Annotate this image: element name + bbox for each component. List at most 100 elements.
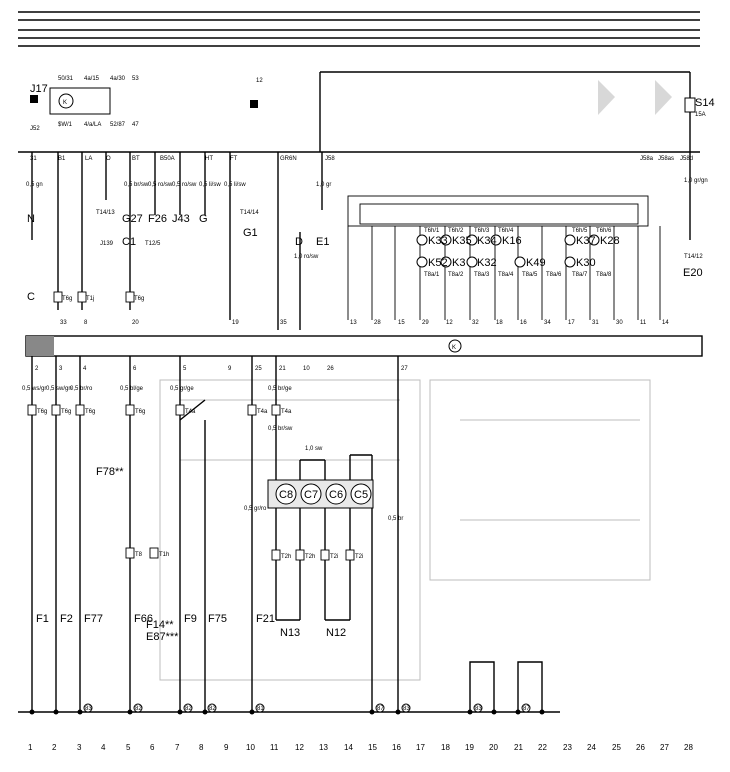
svg-text:E87***: E87*** bbox=[146, 631, 179, 643]
round-parts: C8 C7 C6 C5 bbox=[267, 479, 374, 509]
svg-text:F1: F1 bbox=[36, 613, 49, 625]
svg-text:T8a/2: T8a/2 bbox=[448, 272, 464, 278]
svg-text:T6h/1: T6h/1 bbox=[424, 228, 440, 234]
svg-text:20: 20 bbox=[489, 743, 498, 752]
svg-text:0,5 gn: 0,5 gn bbox=[26, 182, 43, 188]
svg-text:13: 13 bbox=[350, 320, 357, 326]
svg-text:K30: K30 bbox=[576, 257, 596, 269]
svg-text:83: 83 bbox=[85, 706, 92, 712]
svg-text:T6g: T6g bbox=[37, 409, 47, 415]
svg-text:2: 2 bbox=[52, 743, 57, 752]
svg-text:N12: N12 bbox=[326, 627, 346, 639]
svg-text:S14: S14 bbox=[695, 97, 715, 109]
svg-text:14: 14 bbox=[344, 743, 353, 752]
svg-text:T6h/2: T6h/2 bbox=[448, 228, 464, 234]
svg-text:N: N bbox=[27, 213, 35, 225]
svg-text:O: O bbox=[106, 156, 111, 162]
svg-text:T4a: T4a bbox=[257, 409, 268, 415]
svg-text:T8a/6: T8a/6 bbox=[546, 272, 562, 278]
svg-text:G27: G27 bbox=[122, 213, 143, 225]
svg-text:T8a/5: T8a/5 bbox=[522, 272, 538, 278]
bus-labels: 31 B1 LA O BT B50A HT FT GR6N J58 bbox=[30, 156, 335, 162]
svg-text:BT: BT bbox=[132, 156, 140, 162]
svg-text:K33: K33 bbox=[428, 235, 448, 247]
svg-text:T1j: T1j bbox=[86, 296, 94, 302]
ground-dots bbox=[29, 709, 545, 715]
svg-text:29: 29 bbox=[422, 320, 429, 326]
svg-text:T8a/4: T8a/4 bbox=[498, 272, 514, 278]
svg-text:C8: C8 bbox=[279, 489, 293, 501]
svg-text:8: 8 bbox=[199, 743, 204, 752]
svg-text:35: 35 bbox=[280, 320, 287, 326]
svg-text:83: 83 bbox=[475, 706, 482, 712]
panel-pin-numbers: 33 8 20 19 35 13 28 15 29 12 32 18 16 34… bbox=[60, 320, 669, 326]
svg-text:T6h/5: T6h/5 bbox=[572, 228, 588, 234]
svg-text:F21: F21 bbox=[256, 613, 275, 625]
svg-text:F26: F26 bbox=[148, 213, 167, 225]
svg-text:52/87: 52/87 bbox=[110, 122, 126, 128]
svg-text:6: 6 bbox=[133, 366, 137, 372]
svg-text:25: 25 bbox=[255, 366, 262, 372]
svg-text:4: 4 bbox=[83, 366, 87, 372]
svg-text:1,0 sw: 1,0 sw bbox=[305, 446, 323, 452]
svg-text:T8a/7: T8a/7 bbox=[572, 272, 588, 278]
svg-text:0,5 li/sw: 0,5 li/sw bbox=[224, 182, 246, 188]
svg-text:T6h/4: T6h/4 bbox=[498, 228, 514, 234]
svg-text:0,5 br: 0,5 br bbox=[388, 516, 403, 522]
svg-text:T8a/3: T8a/3 bbox=[474, 272, 490, 278]
svg-text:0,5 ro/sw: 0,5 ro/sw bbox=[172, 182, 197, 188]
svg-text:J58a: J58a bbox=[640, 156, 654, 162]
svg-text:14: 14 bbox=[662, 320, 669, 326]
top-rails bbox=[18, 11, 700, 47]
svg-text:7: 7 bbox=[175, 743, 180, 752]
svg-text:12: 12 bbox=[295, 743, 304, 752]
svg-text:C: C bbox=[27, 291, 35, 303]
svg-text:28: 28 bbox=[374, 320, 381, 326]
ground-marks: 83 82 82 82 81 87 83 83 87 bbox=[83, 703, 531, 713]
svg-text:83: 83 bbox=[403, 706, 410, 712]
svg-text:J58d: J58d bbox=[680, 156, 693, 162]
svg-text:T4a: T4a bbox=[281, 409, 292, 415]
svg-text:6: 6 bbox=[150, 743, 155, 752]
svg-text:T8: T8 bbox=[135, 552, 143, 558]
lower-connectors: T6g T6g T6g T6g T4a T4a T4a T2h T2h T2i … bbox=[27, 404, 363, 561]
svg-text:K35: K35 bbox=[452, 235, 472, 247]
svg-text:31: 31 bbox=[592, 320, 599, 326]
svg-text:J58as: J58as bbox=[658, 156, 674, 162]
svg-text:0,5 br/ge: 0,5 br/ge bbox=[268, 386, 292, 392]
svg-text:K32: K32 bbox=[477, 257, 497, 269]
svg-text:32: 32 bbox=[472, 320, 479, 326]
svg-text:T2i: T2i bbox=[330, 554, 338, 560]
svg-text:F14**: F14** bbox=[146, 619, 174, 631]
svg-text:K34: K34 bbox=[477, 235, 497, 247]
svg-text:T6h/6: T6h/6 bbox=[596, 228, 612, 234]
svg-text:T8a/1: T8a/1 bbox=[424, 272, 440, 278]
svg-text:82: 82 bbox=[185, 706, 192, 712]
svg-text:T2h: T2h bbox=[281, 554, 291, 560]
svg-text:3: 3 bbox=[77, 743, 82, 752]
lower-wire-labels: 0,5 ws/gr 0,5 sw/gn 0,5 br/ro 0,5 bl/ge … bbox=[22, 386, 403, 522]
svg-text:27: 27 bbox=[401, 366, 408, 372]
svg-text:T2h: T2h bbox=[305, 554, 315, 560]
svg-text:26: 26 bbox=[636, 743, 645, 752]
svg-text:F78**: F78** bbox=[96, 466, 124, 478]
svg-text:K16: K16 bbox=[502, 235, 522, 247]
upper-wire-labels: 0,5 gn 0,5 br/sw 0,5 ro/sw 0,5 ro/sw 0,5… bbox=[26, 178, 708, 260]
svg-text:K49: K49 bbox=[526, 257, 546, 269]
lower-pin-numbers: 2 3 4 6 5 9 25 21 10 26 27 bbox=[35, 366, 408, 372]
svg-text:GR6N: GR6N bbox=[280, 156, 297, 162]
svg-text:82: 82 bbox=[135, 706, 142, 712]
svg-text:15: 15 bbox=[398, 320, 405, 326]
svg-text:1,0 gr: 1,0 gr bbox=[316, 182, 331, 188]
svg-text:T6g: T6g bbox=[85, 409, 95, 415]
svg-text:C6: C6 bbox=[329, 489, 343, 501]
svg-text:F75: F75 bbox=[208, 613, 227, 625]
svg-text:18: 18 bbox=[496, 320, 503, 326]
svg-text:K28: K28 bbox=[600, 235, 620, 247]
svg-text:0,5 br/sw: 0,5 br/sw bbox=[268, 426, 293, 432]
svg-text:15: 15 bbox=[368, 743, 377, 752]
svg-text:1,0 gr/gn: 1,0 gr/gn bbox=[684, 178, 708, 184]
svg-text:23: 23 bbox=[563, 743, 572, 752]
upper-component-labels: N G27 F26 J43 G G1 D E1 C J139 C1 E20 bbox=[27, 213, 703, 303]
svg-text:47: 47 bbox=[132, 122, 139, 128]
